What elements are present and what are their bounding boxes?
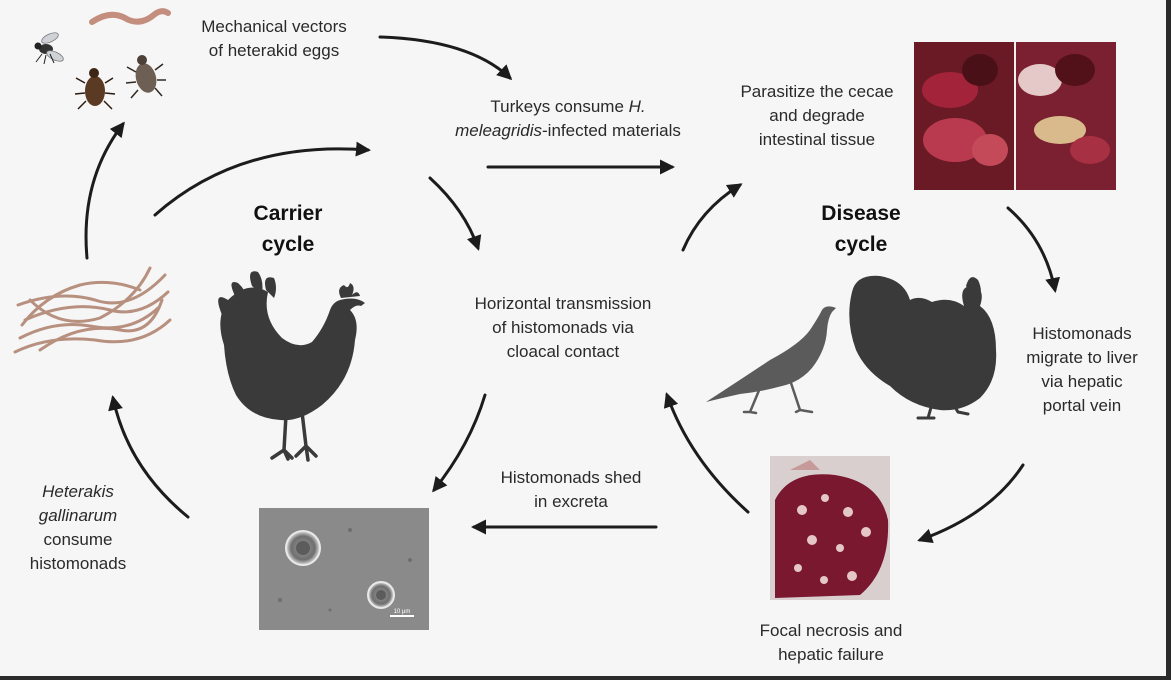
nematode-cluster-icon — [13, 266, 172, 354]
arrow-vectors-to-turkeys — [378, 35, 513, 81]
carrier-cycle-title: Carrier cycle — [254, 198, 323, 260]
arrow-disease-to-cecae — [681, 183, 743, 252]
arrow-cecae-to-migrate — [1006, 206, 1060, 293]
disease-cycle-line2: cycle — [834, 233, 888, 256]
label-focal-necrosis: Focal necrosis and hepatic failure — [759, 621, 903, 664]
arrow-migrate-to-liver — [917, 463, 1025, 544]
micrograph-scale: 10 μm — [394, 609, 411, 615]
turkey-icon — [849, 275, 997, 420]
earthworm-icon — [89, 8, 171, 25]
label-heterakis: Heterakis gallinarum consume histomonads — [29, 482, 127, 573]
arrow-liver-to-horizontal — [663, 392, 750, 514]
wild-turkey-icon — [706, 306, 836, 415]
chicken-icon — [218, 271, 365, 462]
arrow-nematode-to-vectors — [84, 121, 125, 260]
label-migrate-liver: Histomonads migrate to liver via hepatic… — [1026, 324, 1138, 415]
micrograph-photo: 10 μm — [259, 508, 429, 630]
label-shed-excreta: Histomonads shed in excreta — [500, 468, 642, 511]
fly-icon — [34, 32, 64, 65]
arrow-heterakis-to-nematodes — [108, 395, 190, 519]
arrow-carrier-top — [153, 141, 371, 217]
label-horizontal-transmission: Horizontal transmission of histomonads v… — [474, 294, 652, 361]
arrow-horizontal-to-micrograph — [432, 393, 487, 493]
carrier-cycle-line1: Carrier — [253, 202, 323, 225]
cecae-photo — [914, 42, 1116, 190]
label-parasitize: Parasitize the cecae and degrade intesti… — [740, 82, 894, 149]
label-turkeys-consume: Turkeys consume H. meleagridis-infected … — [455, 97, 681, 140]
beetle-icon — [74, 68, 116, 110]
beetle-icon-2 — [125, 55, 166, 99]
liver-photo — [770, 456, 890, 600]
disease-cycle-title: Disease cycle — [821, 198, 900, 260]
arrow-carrier-to-horizontal — [428, 176, 482, 251]
carrier-cycle-line2: cycle — [261, 233, 315, 256]
cycle-arrows — [84, 35, 1060, 544]
label-mechanical-vectors: Mechanical vectors of heterakid eggs — [201, 17, 347, 60]
disease-cycle-line1: Disease — [821, 202, 901, 225]
